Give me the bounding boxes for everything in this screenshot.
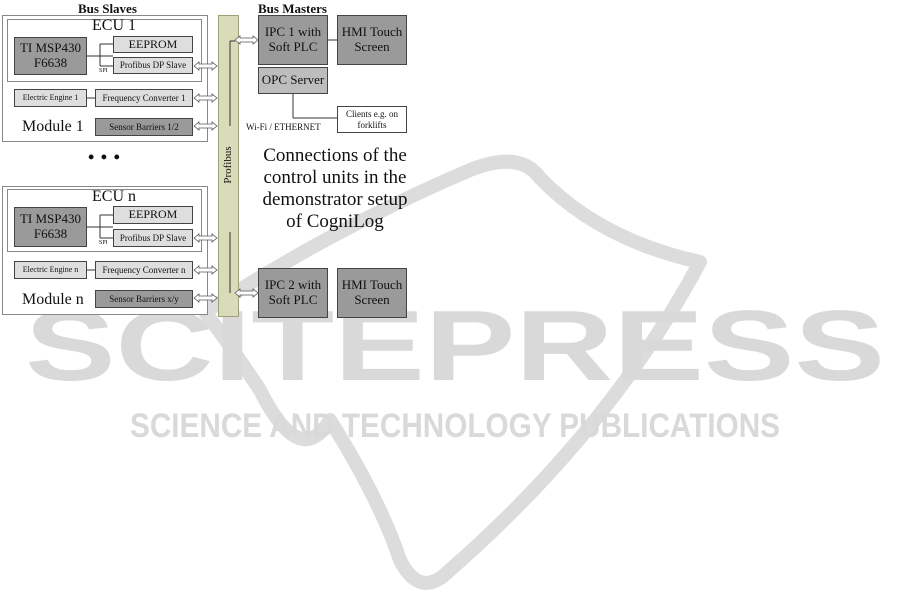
arrow-converter-n bbox=[193, 265, 218, 275]
arrow-ipc-2 bbox=[234, 288, 259, 298]
clients-line2: forklifts bbox=[357, 119, 387, 130]
eeprom-n-box: EEPROM bbox=[113, 206, 193, 224]
profibus-bus-bar bbox=[218, 15, 239, 317]
sensor-barriers-n-box: Sensor Barriers x/y bbox=[95, 290, 193, 308]
arrow-sensor-1 bbox=[193, 121, 218, 131]
opc-server-box: OPC Server bbox=[258, 67, 328, 94]
arrow-profibus-slave-1 bbox=[193, 61, 218, 71]
profibus-slave-1-box: Profibus DP Slave bbox=[113, 57, 193, 74]
hmi-2-line1: HMI Touch bbox=[341, 277, 403, 293]
hmi-1-line1: HMI Touch bbox=[341, 24, 403, 40]
caption: Connections of the control units in the … bbox=[240, 145, 430, 233]
module-1-label: Module 1 bbox=[22, 118, 84, 135]
spi-1-label: SPI bbox=[99, 68, 108, 74]
ecu-n-title: ECU n bbox=[92, 188, 136, 205]
mcu-n-line1: TI MSP430 bbox=[19, 211, 82, 227]
network-label: Wi-Fi / ETHERNET bbox=[246, 122, 321, 132]
spi-n-label: SPI bbox=[99, 240, 108, 246]
eeprom-1-box: EEPROM bbox=[113, 36, 193, 53]
sensor-barriers-1-box: Sensor Barriers 1/2 bbox=[95, 118, 193, 136]
mcu-n-box: TI MSP430 F6638 bbox=[14, 207, 87, 247]
ipc-2-box: IPC 2 with Soft PLC bbox=[258, 268, 328, 318]
mcu-1-line1: TI MSP430 bbox=[19, 40, 82, 56]
mcu-1-box: TI MSP430 F6638 bbox=[14, 37, 87, 75]
mcu-n-line2: F6638 bbox=[33, 226, 68, 241]
clients-box: Clients e.g. on forklifts bbox=[337, 106, 407, 133]
electric-engine-1-box: Electric Engine 1 bbox=[14, 89, 87, 107]
profibus-slave-n-box: Profibus DP Slave bbox=[113, 229, 193, 247]
arrow-profibus-slave-n bbox=[193, 233, 218, 243]
ipc-1-line1: IPC 1 with bbox=[264, 24, 322, 40]
arrow-ipc-1 bbox=[234, 35, 259, 45]
bus-masters-header: Bus Masters bbox=[258, 1, 327, 16]
clients-line1: Clients e.g. on bbox=[346, 109, 398, 120]
ipc-1-line2: Soft PLC bbox=[268, 39, 318, 54]
frequency-converter-1-box: Frequency Converter 1 bbox=[95, 89, 193, 107]
caption-line3: demonstrator setup bbox=[262, 189, 408, 210]
caption-line4: of CogniLog bbox=[286, 211, 384, 232]
hmi-2-box: HMI Touch Screen bbox=[337, 268, 407, 318]
frequency-converter-n-box: Frequency Converter n bbox=[95, 261, 193, 279]
module-n-label: Module n bbox=[22, 291, 84, 308]
watermark-tagline: SCIENCE AND TECHNOLOGY PUBLICATIONS bbox=[130, 407, 780, 445]
ellipsis: • • • bbox=[88, 147, 121, 167]
arrow-sensor-n bbox=[193, 293, 218, 303]
caption-line2: control units in the bbox=[263, 167, 407, 188]
ipc-1-box: IPC 1 with Soft PLC bbox=[258, 15, 328, 65]
caption-line1: Connections of the bbox=[263, 145, 407, 166]
ipc-2-line2: Soft PLC bbox=[268, 292, 318, 307]
mcu-1-line2: F6638 bbox=[33, 55, 68, 70]
arrow-converter-1 bbox=[193, 93, 218, 103]
watermark-swoosh bbox=[198, 154, 707, 590]
ipc-2-line1: IPC 2 with bbox=[264, 277, 322, 293]
bus-slaves-header: Bus Slaves bbox=[78, 1, 137, 16]
electric-engine-n-box: Electric Engine n bbox=[14, 261, 87, 279]
hmi-1-line2: Screen bbox=[354, 39, 390, 54]
hmi-1-box: HMI Touch Screen bbox=[337, 15, 407, 65]
ecu-1-title: ECU 1 bbox=[92, 17, 136, 34]
hmi-2-line2: Screen bbox=[354, 292, 390, 307]
